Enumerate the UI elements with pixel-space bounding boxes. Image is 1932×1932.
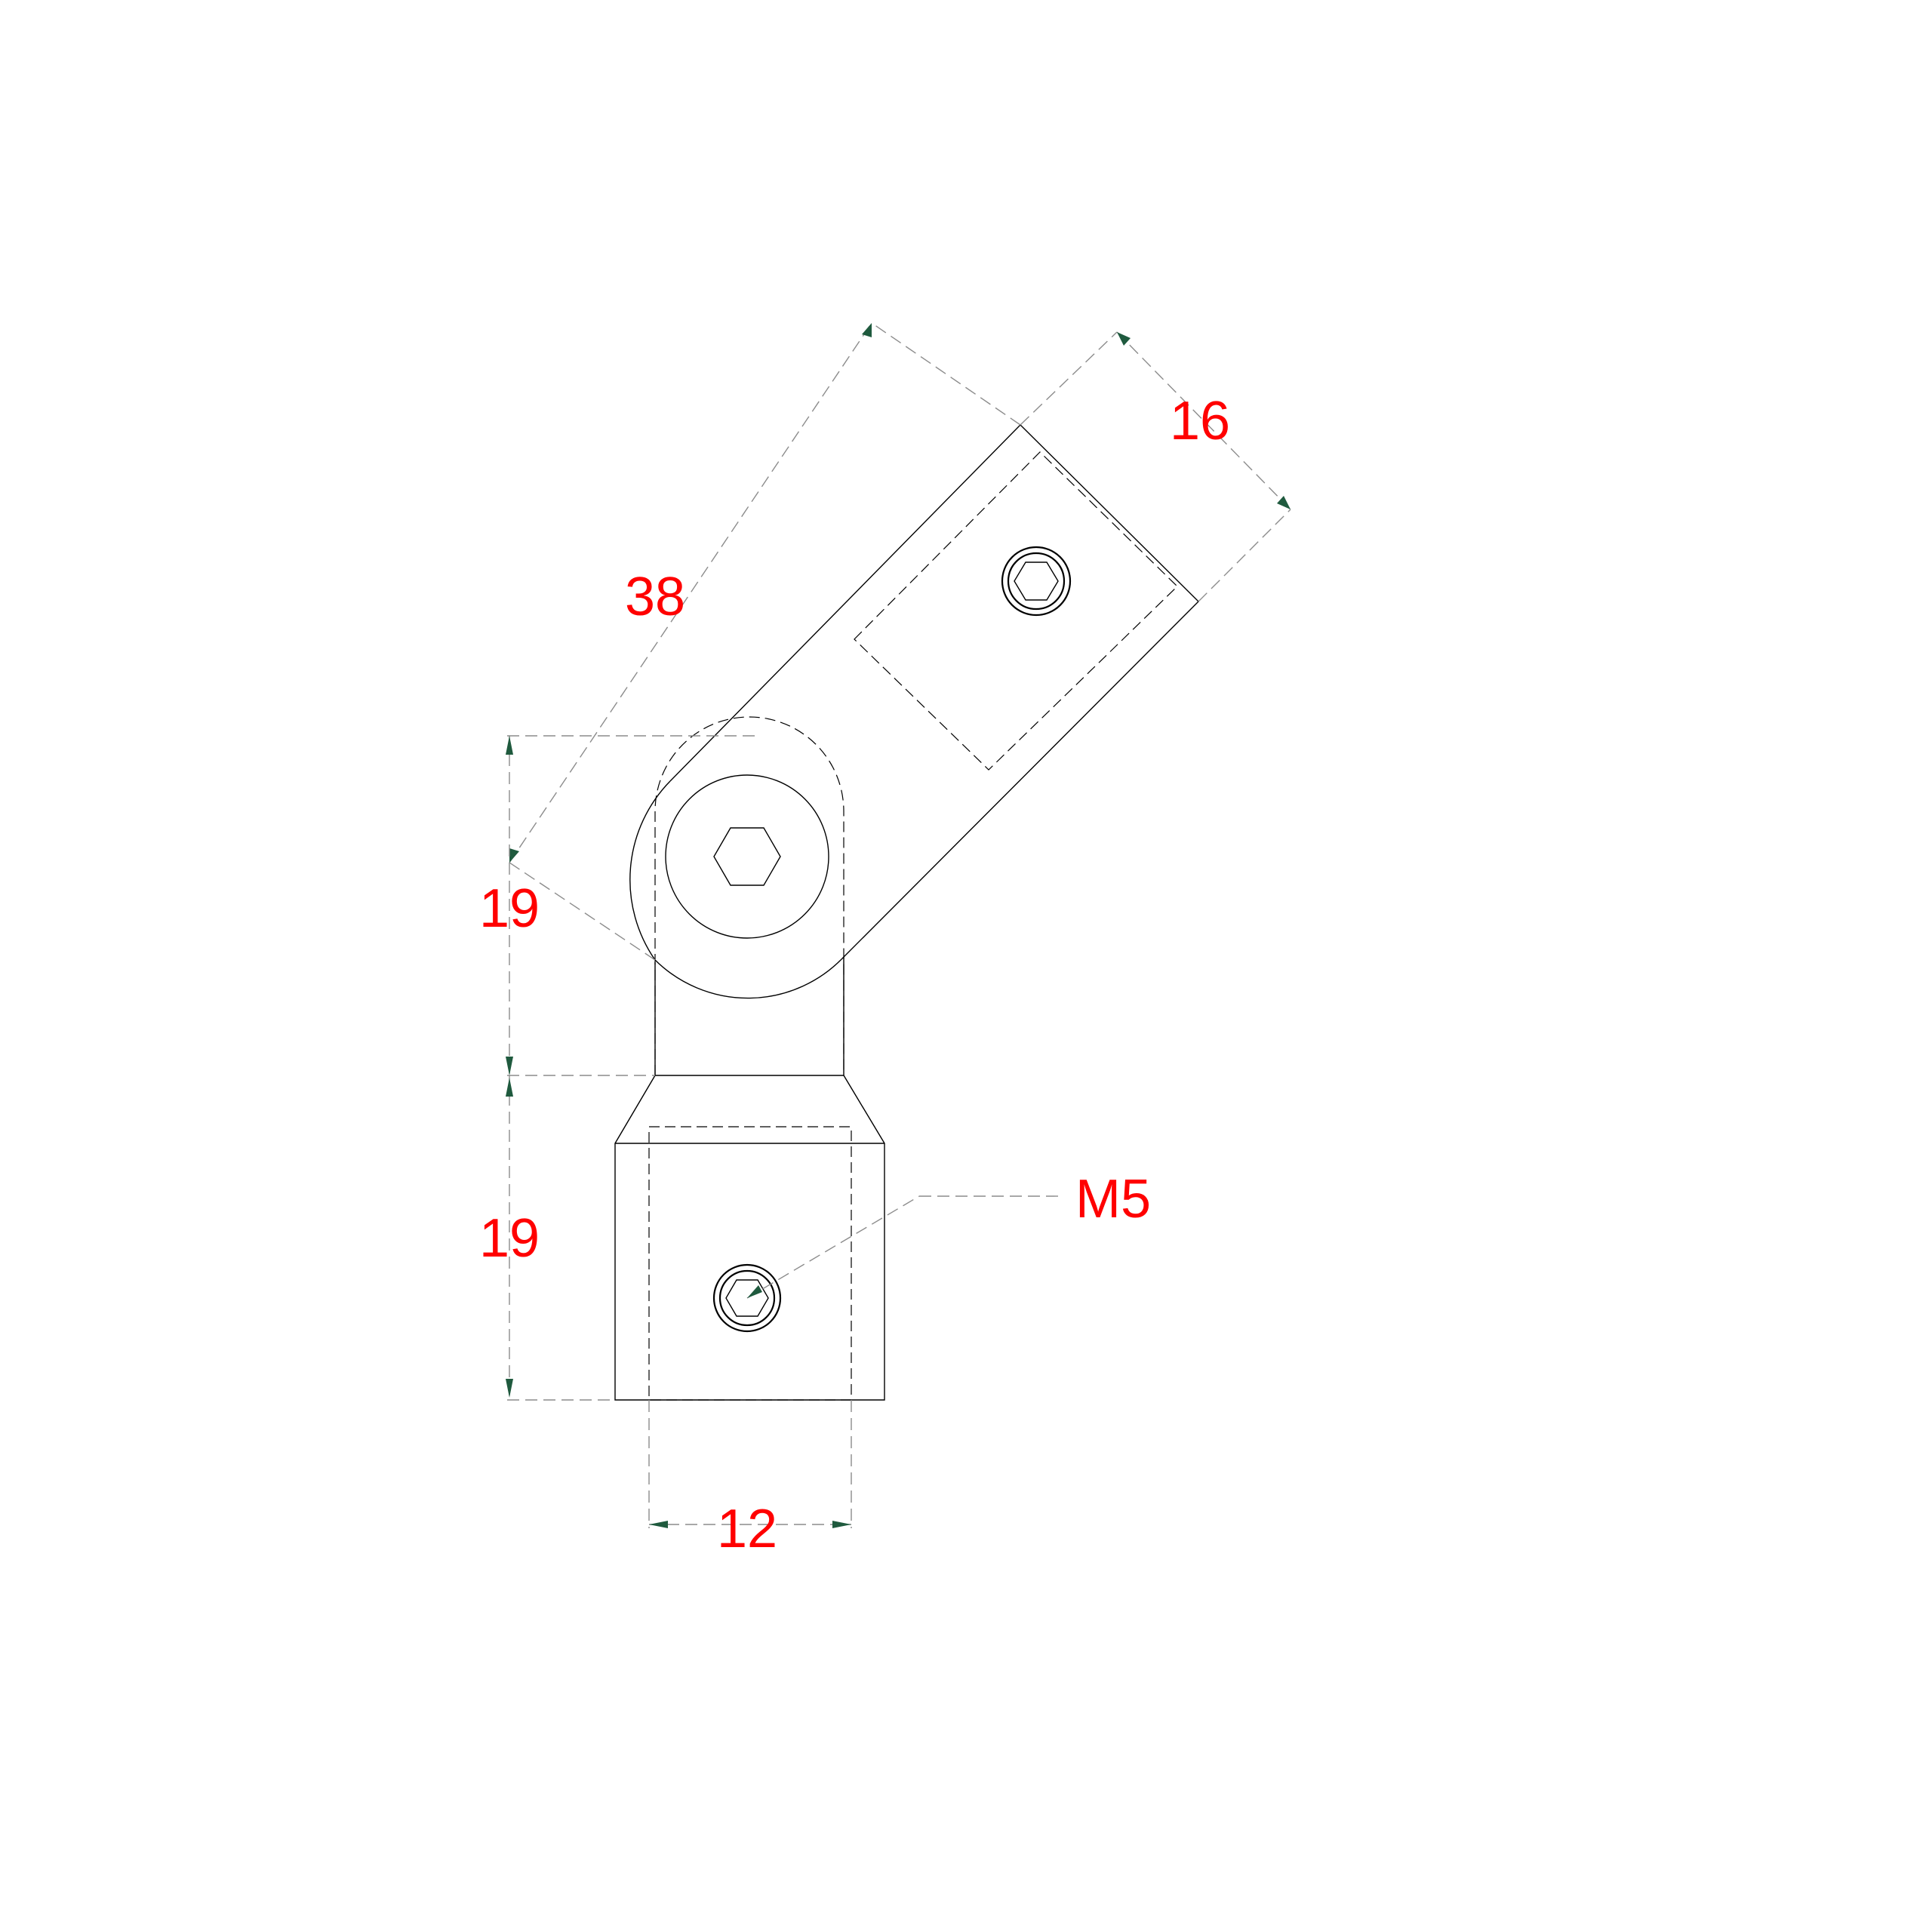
dimension-bore-width-label: 12 <box>717 1499 777 1559</box>
arm-upper-edge <box>669 424 1021 782</box>
lower-socket <box>614 1075 885 1401</box>
arm-grub-screw-icon <box>1001 546 1072 617</box>
lower-socket-bore-hidden <box>648 1126 852 1401</box>
arrowhead <box>1277 496 1291 509</box>
pivot-knuckle-hidden <box>654 716 844 1075</box>
pivot-knuckle <box>629 716 844 1075</box>
arrowhead <box>506 1057 513 1075</box>
dimension-arm-width: 16 <box>1020 331 1291 602</box>
dimension-arm-length: 38 <box>509 322 1021 961</box>
arrowhead <box>832 1521 851 1528</box>
arrowhead <box>649 1521 668 1528</box>
dimension-socket-height-label: 19 <box>479 1208 540 1269</box>
arm-bore-hidden <box>854 451 1178 771</box>
dimension-arm-length-label: 38 <box>625 567 685 627</box>
pivot-lower-arc <box>654 956 844 999</box>
arrowhead <box>1117 332 1131 346</box>
dimension-pivot-height-label: 19 <box>479 878 540 939</box>
lower-grub-screw-icon <box>712 1263 782 1333</box>
thread-callout-label: M5 <box>1075 1169 1151 1229</box>
pivot-outer-arc <box>629 780 671 961</box>
arrowhead <box>862 323 872 337</box>
dimension-arm-width-label: 16 <box>1170 391 1230 451</box>
angled-arm <box>669 424 1199 958</box>
thread-callout: M5 <box>746 1169 1151 1299</box>
arrowhead <box>506 736 513 755</box>
pivot-hex-socket-icon <box>713 827 781 886</box>
pivot-bolt-head <box>665 774 829 939</box>
arrowhead <box>747 1285 762 1298</box>
arrowhead <box>506 1078 513 1097</box>
arrowhead <box>506 1379 513 1398</box>
dimension-bore-width: 12 <box>648 1400 852 1559</box>
lower-socket-body <box>614 1075 885 1401</box>
dimension-socket-height: 19 <box>479 1075 615 1401</box>
arrowhead <box>509 848 519 863</box>
arm-lower-edge <box>843 601 1199 958</box>
arm-end-face <box>1020 424 1199 602</box>
dimension-pivot-height: 19 <box>479 735 755 1076</box>
